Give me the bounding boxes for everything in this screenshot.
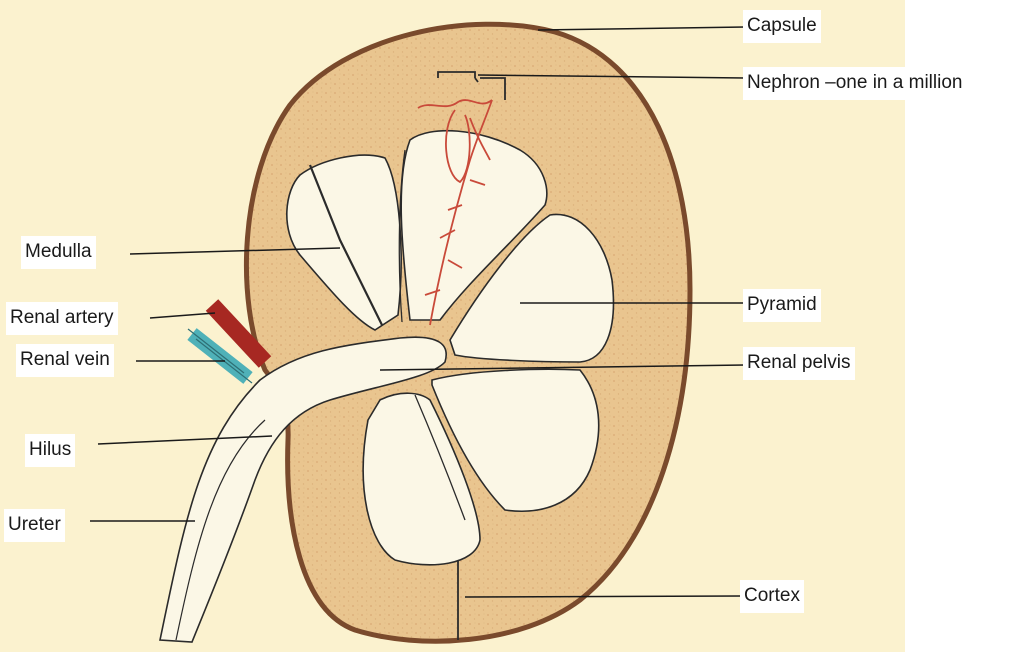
label-renal-artery: Renal artery xyxy=(6,302,118,335)
label-medulla: Medulla xyxy=(21,236,96,269)
label-hilus: Hilus xyxy=(25,434,75,467)
label-cortex: Cortex xyxy=(740,580,804,613)
label-renal-pelvis: Renal pelvis xyxy=(743,347,855,380)
label-pyramid: Pyramid xyxy=(743,289,821,322)
label-renal-vein: Renal vein xyxy=(16,344,114,377)
leader-cortex xyxy=(465,596,742,597)
label-capsule: Capsule xyxy=(743,10,821,43)
label-ureter: Ureter xyxy=(4,509,65,542)
label-nephron: Nephron –one in a million xyxy=(743,67,966,100)
